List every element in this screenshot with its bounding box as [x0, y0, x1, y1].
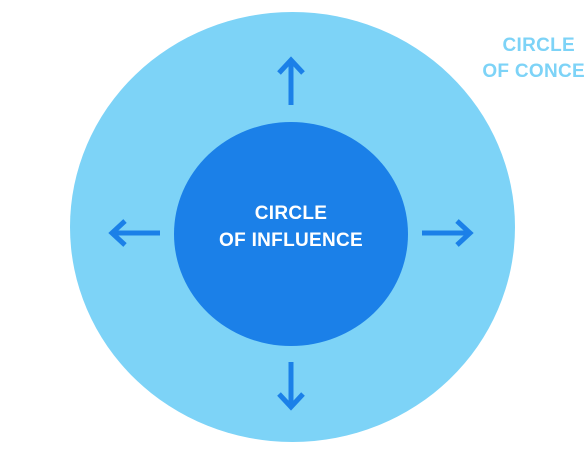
circle-of-influence	[174, 122, 408, 346]
arrow-up-icon	[277, 56, 305, 105]
arrow-right-icon	[422, 219, 474, 247]
inner-label-line-1: CIRCLE	[254, 203, 328, 224]
arrow-down-icon	[277, 362, 305, 411]
outer-label-line-1: CIRCLE	[502, 35, 575, 56]
circle-of-influence-label: CIRCLE OF INFLUENCE	[174, 200, 408, 254]
arrow-left-icon	[108, 219, 160, 247]
outer-label-line-2: OF CONCE	[482, 61, 585, 82]
inner-label-line-2: OF INFLUENCE	[219, 230, 363, 251]
circle-of-concern-label: CIRCLE OF CONCE	[470, 33, 585, 85]
